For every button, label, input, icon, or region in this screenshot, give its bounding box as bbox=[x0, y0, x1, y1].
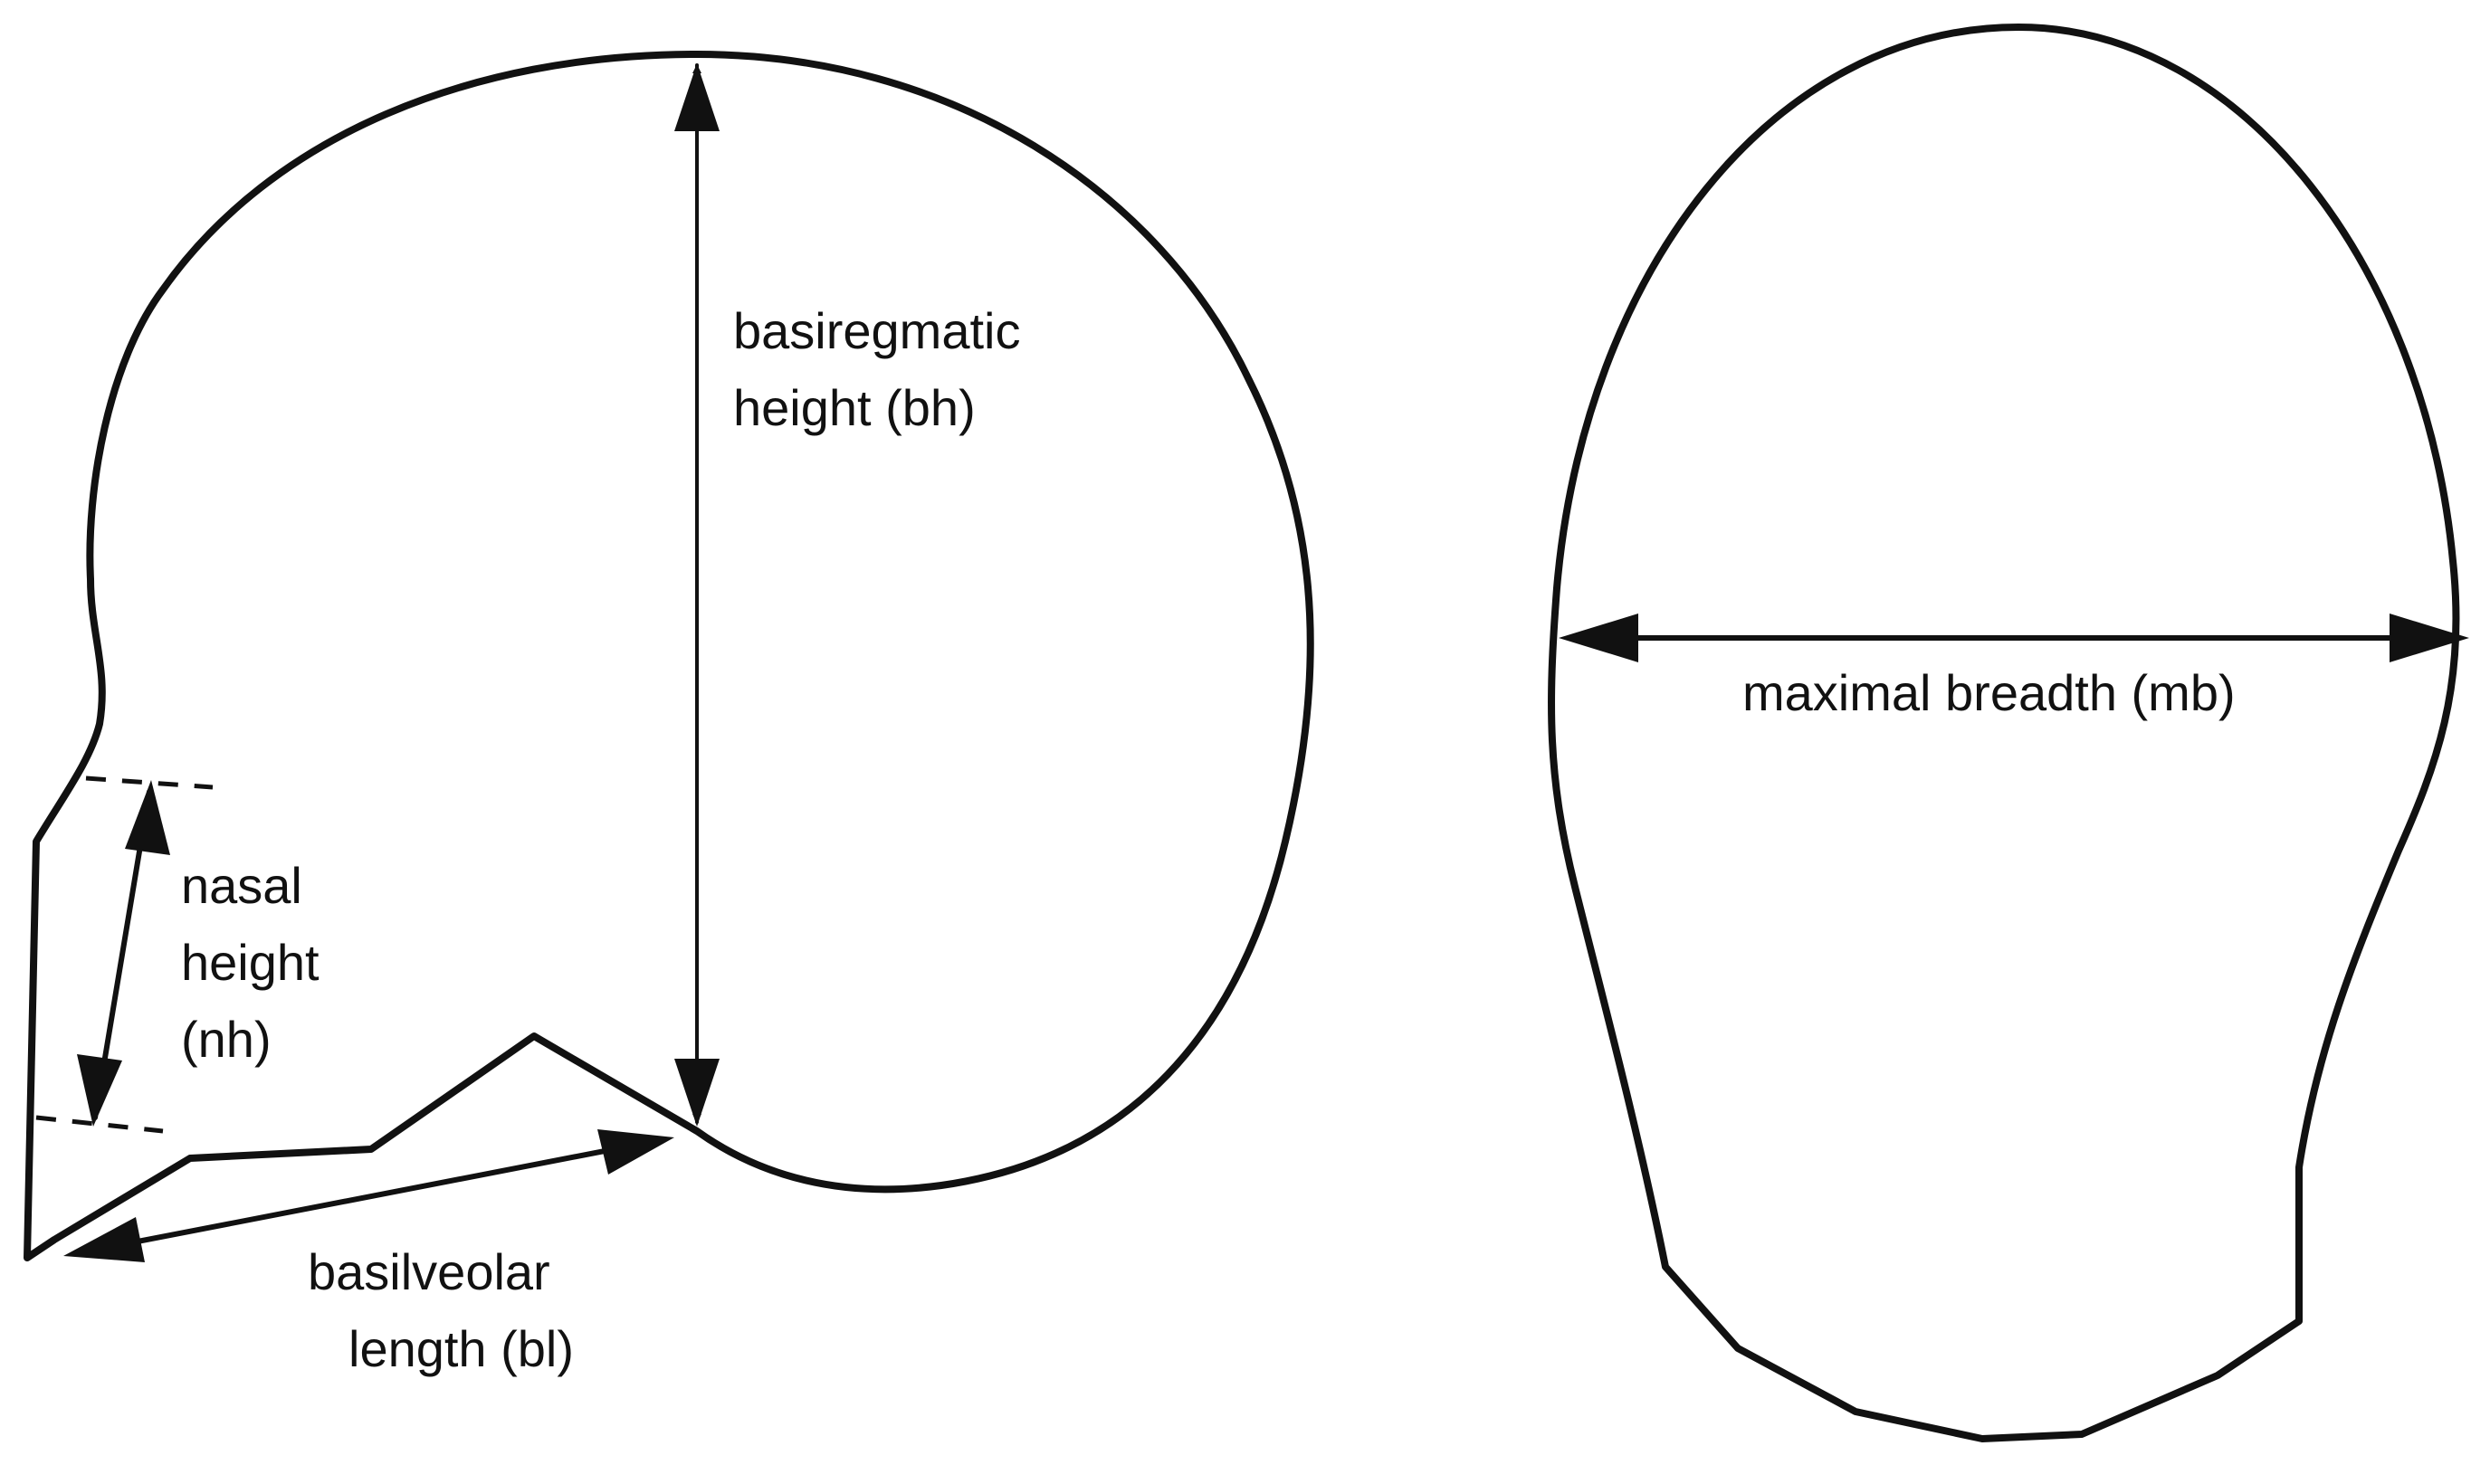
basilveolar-label-line1: basilveolar bbox=[308, 1243, 550, 1300]
nasal-label-line1: nasal bbox=[181, 857, 302, 914]
bl-right-arrowhead-icon bbox=[597, 1129, 674, 1175]
nh-bottom-arrowhead-icon bbox=[77, 1054, 122, 1127]
nasal-height-label: nasal height (nh) bbox=[181, 857, 333, 1068]
nasal-height-lower-dashed-line bbox=[35, 1115, 164, 1134]
basiregmatic-label-line2: height (bh) bbox=[733, 379, 976, 436]
lateral-skull-outline bbox=[24, 51, 1314, 1261]
nasal-label-line3: (nh) bbox=[181, 1011, 272, 1068]
basilveolar-label: basilveolar length (bl) bbox=[308, 1243, 574, 1377]
basiregmatic-label-line1: basiregmatic bbox=[733, 302, 1020, 359]
nasal-label-line2: height bbox=[181, 934, 320, 991]
arrowheads-bh bbox=[674, 63, 720, 1127]
nh-top-arrowhead-icon bbox=[125, 780, 170, 855]
frontal-skull-outline bbox=[1548, 24, 2460, 1442]
frontal-skull-view: maximal breadth (mb) bbox=[1548, 24, 2469, 1442]
bh-bottom-arrowhead-icon bbox=[674, 1059, 720, 1127]
maximal-breadth-label-line1: maximal breadth (mb) bbox=[1742, 664, 2236, 721]
mb-right-arrowhead-icon bbox=[2390, 614, 2469, 662]
basilveolar-length-arrow bbox=[74, 1137, 663, 1256]
basiregmatic-label: basiregmatic height (bh) bbox=[733, 302, 1035, 436]
lateral-skull-view: basiregmatic height (bh) nasal height (n… bbox=[24, 51, 1314, 1377]
bl-left-arrowhead-icon bbox=[63, 1217, 145, 1262]
maximal-breadth-label: maximal breadth (mb) bbox=[1742, 664, 2236, 721]
bh-top-arrowhead-icon bbox=[674, 63, 720, 131]
basilveolar-label-line2: length (bl) bbox=[348, 1320, 574, 1377]
mb-left-arrowhead-icon bbox=[1559, 614, 1638, 662]
